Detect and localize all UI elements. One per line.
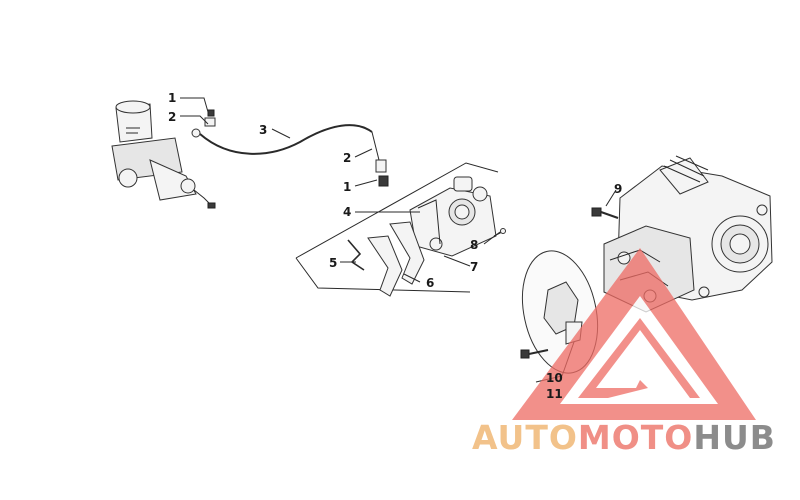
callout-5: 5 bbox=[329, 256, 337, 270]
callout-1-bottom: 1 bbox=[343, 180, 351, 194]
callout-6: 6 bbox=[426, 276, 434, 290]
disc-bolt bbox=[520, 349, 549, 359]
callout-8: 8 bbox=[470, 238, 478, 252]
mount-bolt bbox=[591, 207, 619, 219]
callout-2-top: 2 bbox=[168, 110, 176, 124]
watermark-logo bbox=[512, 248, 756, 420]
watermark-moto: MOTO bbox=[577, 418, 694, 457]
watermark-hub: HUB bbox=[693, 418, 776, 457]
watermark-wordmark: AUTOMOTOHUB bbox=[472, 416, 792, 460]
brake-caliper bbox=[409, 176, 497, 257]
brake-pads bbox=[367, 221, 425, 297]
callout-2-bottom: 2 bbox=[343, 151, 351, 165]
callout-labels: 1 2 3 2 1 4 5 6 7 8 9 10 11 bbox=[168, 91, 622, 401]
callout-4: 4 bbox=[343, 205, 351, 219]
watermark-auto: AUTO bbox=[472, 418, 578, 457]
callout-7: 7 bbox=[470, 260, 478, 274]
callout-10: 10 bbox=[546, 371, 563, 385]
master-cylinder bbox=[111, 100, 216, 209]
pad-spring bbox=[347, 239, 365, 271]
callout-1-top: 1 bbox=[168, 91, 176, 105]
callout-3: 3 bbox=[259, 123, 267, 137]
callout-11: 11 bbox=[546, 387, 563, 401]
callout-9: 9 bbox=[614, 182, 622, 196]
caliper-group-outline bbox=[295, 162, 499, 293]
brake-hose bbox=[191, 109, 389, 187]
